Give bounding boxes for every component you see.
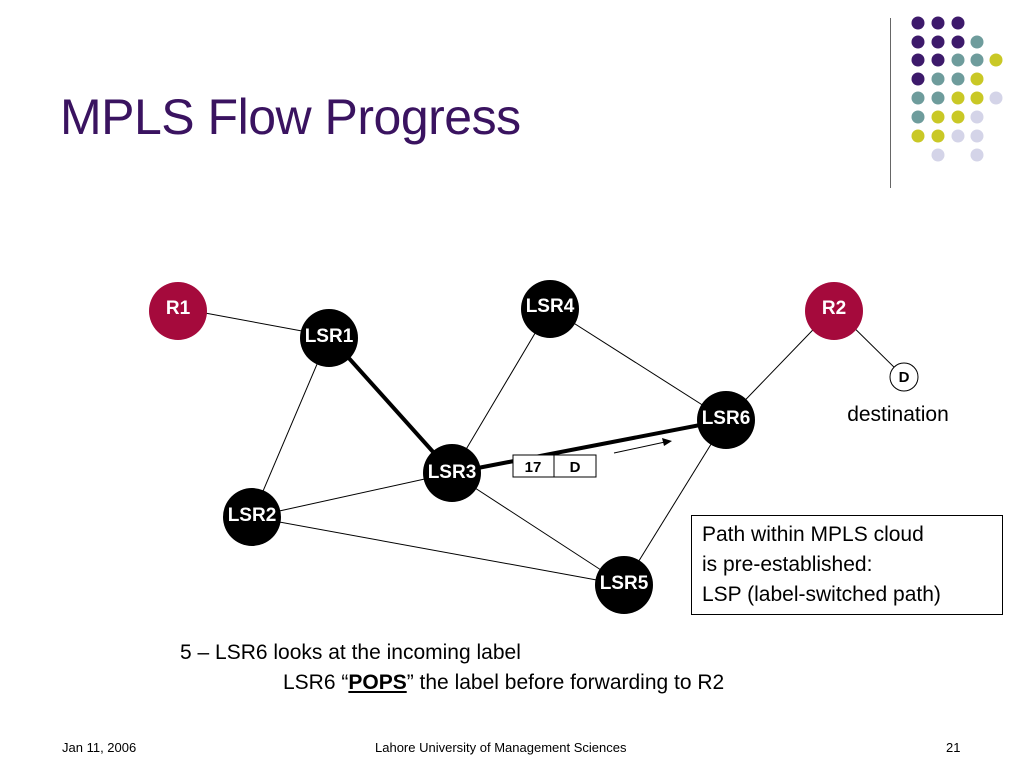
packet-label: 17 D	[512, 454, 597, 478]
dot	[931, 110, 945, 124]
lsp-segment-lsr1-lsr3	[327, 334, 454, 475]
caption-line-1: 5 – LSR6 looks at the incoming label	[180, 641, 521, 664]
dot	[931, 129, 945, 143]
caption-emphasis: POPS	[348, 671, 407, 694]
dot	[931, 35, 945, 49]
lsr3-label: LSR3	[428, 462, 477, 483]
lsr5-label: LSR5	[600, 573, 649, 594]
dot	[931, 148, 945, 162]
info-line-2: is pre-established:	[702, 553, 873, 576]
destination-label: destination	[847, 403, 949, 426]
lsp-info-box: Path within MPLS cloud is pre-establishe…	[691, 515, 1003, 615]
dot	[951, 72, 965, 86]
dot	[970, 110, 984, 124]
lsr6-label: LSR6	[702, 408, 751, 429]
footer-page-number: 21	[946, 740, 961, 755]
decorative-dot-grid	[911, 16, 1003, 162]
router-r2-label: R2	[822, 298, 846, 319]
dot	[951, 91, 965, 105]
router-r1: R1	[149, 282, 207, 340]
dot	[911, 129, 925, 143]
dot	[951, 53, 965, 67]
dot	[970, 53, 984, 67]
dot	[931, 91, 945, 105]
dot	[911, 35, 925, 49]
caption-line-2: LSR6 “POPS” the label before forwarding …	[283, 671, 724, 695]
dot	[911, 53, 925, 67]
lsr-node-lsr2: LSR2	[223, 488, 281, 546]
dot	[911, 16, 925, 30]
lsp-segment-lsr3-lsr6	[451, 418, 727, 475]
dot	[951, 129, 965, 143]
link-lsr2-lsr3	[251, 472, 453, 518]
decorative-divider	[890, 18, 891, 188]
footer-date: Jan 11, 2006	[62, 740, 137, 755]
destination-node-label: D	[899, 369, 910, 386]
link-lsr6-lsr5	[623, 419, 727, 586]
flow-arrow	[613, 438, 672, 454]
link-lsr2-lsr5	[251, 516, 625, 586]
dot	[911, 91, 925, 105]
dot	[951, 110, 965, 124]
dot	[970, 72, 984, 86]
caption-prefix: LSR6 “	[283, 671, 349, 694]
lsr-node-lsr3: LSR3	[423, 444, 481, 502]
dot	[989, 53, 1003, 67]
dot	[970, 91, 984, 105]
info-line-3: LSP (label-switched path)	[702, 583, 941, 606]
destination-node: D	[889, 362, 919, 392]
footer-organization: Lahore University of Management Sciences	[375, 740, 627, 755]
lsp-path	[327, 334, 727, 475]
dot	[970, 35, 984, 49]
dot	[951, 35, 965, 49]
router-r1-label: R1	[166, 298, 191, 319]
dot	[911, 72, 925, 86]
dot	[931, 16, 945, 30]
packet-payload: D	[570, 459, 581, 476]
lsr-node-lsr5: LSR5	[595, 556, 653, 614]
link-lsr1-lsr2	[251, 335, 330, 518]
lsr-node-lsr6: LSR6	[697, 391, 755, 449]
dot	[931, 72, 945, 86]
link-lsr3-lsr5	[451, 472, 625, 586]
router-r2: R2	[805, 282, 863, 340]
slide-title: MPLS Flow Progress	[60, 89, 521, 145]
dot	[911, 110, 925, 124]
dot	[970, 148, 984, 162]
link-lsr3-lsr4	[451, 307, 551, 474]
lsr4-label: LSR4	[526, 296, 575, 317]
lsr-node-lsr1: LSR1	[300, 309, 358, 367]
dot	[951, 16, 965, 30]
caption-suffix: ” the label before forwarding to R2	[406, 671, 725, 694]
dot	[989, 91, 1003, 105]
dot	[970, 129, 984, 143]
info-line-1: Path within MPLS cloud	[702, 523, 924, 546]
link-lsr4-lsr6	[549, 307, 727, 421]
packet-mpls-label: 17	[525, 459, 542, 476]
lsr1-label: LSR1	[305, 326, 354, 347]
lsr-node-lsr4: LSR4	[521, 280, 579, 338]
lsr2-label: LSR2	[228, 505, 277, 526]
dot	[931, 53, 945, 67]
